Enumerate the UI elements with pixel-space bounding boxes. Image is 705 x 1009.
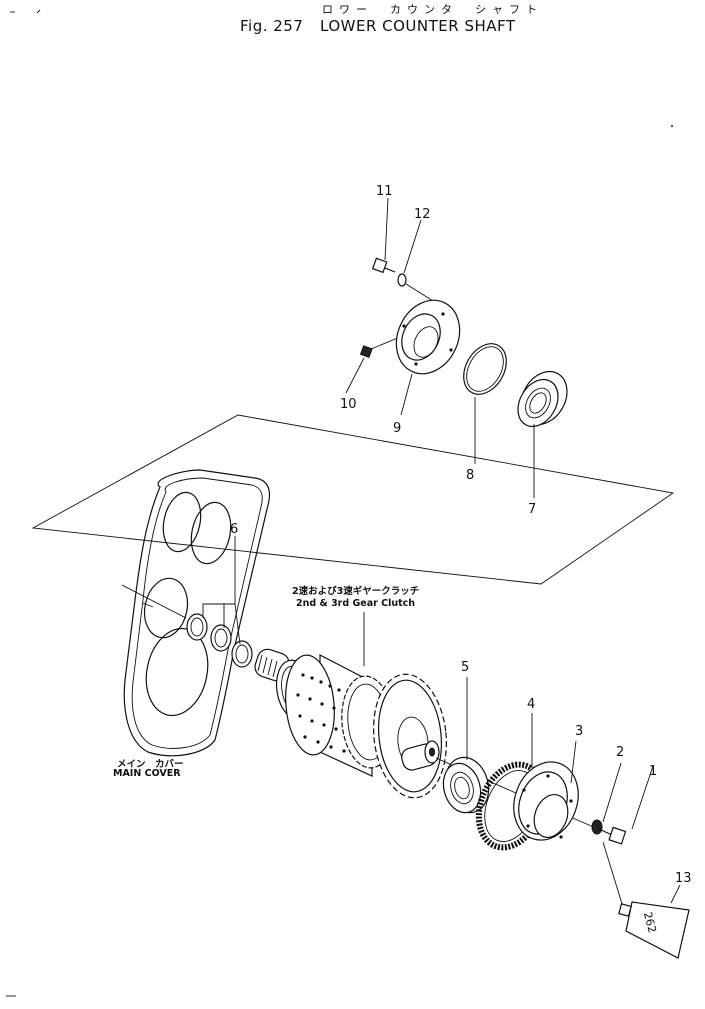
callout-13: 13 bbox=[675, 871, 692, 886]
callout-4: 4 bbox=[527, 697, 535, 712]
part-5-bearing bbox=[442, 756, 490, 814]
part-13-sealant-tube: 262 bbox=[618, 901, 690, 959]
callout-9: 9 bbox=[393, 421, 401, 436]
callout-3: 3 bbox=[575, 724, 583, 739]
tube-label: 262 bbox=[641, 911, 659, 935]
leader-6 bbox=[202, 536, 236, 618]
gear-clutch-label: 2nd & 3rd Gear Clutch bbox=[296, 598, 415, 609]
callout-7: 7 bbox=[528, 502, 536, 517]
main-cover bbox=[123, 469, 271, 757]
part-8-o-ring bbox=[463, 343, 507, 395]
part-2-washer bbox=[591, 819, 603, 835]
gear-clutch-jp-label: 2速および3速ギヤークラッチ bbox=[292, 585, 419, 597]
figure-number: Fig. 257 bbox=[240, 17, 303, 35]
leader-3 bbox=[570, 740, 577, 784]
part-6-shims bbox=[186, 613, 253, 668]
part-1-bolt bbox=[598, 826, 627, 845]
gear-clutch-assembly bbox=[254, 648, 447, 799]
part-7-bearing bbox=[517, 370, 568, 428]
callout-12: 12 bbox=[414, 207, 431, 222]
leader-12 bbox=[403, 219, 422, 274]
kana-title: ロワー カウンタ シャフト bbox=[322, 3, 543, 16]
part-9-retainer bbox=[395, 299, 461, 375]
callout-11: 11 bbox=[376, 184, 393, 199]
leader-2 bbox=[602, 762, 622, 823]
assembly-plane-outline bbox=[31, 414, 675, 585]
leader-11 bbox=[384, 197, 389, 261]
leader-10 bbox=[345, 357, 365, 394]
callout-6: 6 bbox=[230, 522, 238, 537]
callout-2: 2 bbox=[616, 745, 624, 760]
callout-1: 1 bbox=[649, 764, 657, 779]
leader-13 bbox=[670, 884, 681, 904]
main-cover-jp-label: メイン カバー bbox=[117, 758, 184, 770]
leader-1 bbox=[631, 765, 654, 830]
part-11-bolt bbox=[371, 257, 396, 274]
callout-8: 8 bbox=[466, 468, 474, 483]
part-10-plug bbox=[359, 345, 373, 359]
leader-9 bbox=[400, 373, 413, 416]
figure-title: LOWER COUNTER SHAFT bbox=[320, 17, 516, 35]
callout-10: 10 bbox=[340, 397, 357, 412]
part-3-cover bbox=[513, 761, 579, 841]
part-12-washer bbox=[397, 273, 407, 287]
callout-5: 5 bbox=[461, 660, 469, 675]
main-cover-label: MAIN COVER bbox=[113, 768, 181, 779]
